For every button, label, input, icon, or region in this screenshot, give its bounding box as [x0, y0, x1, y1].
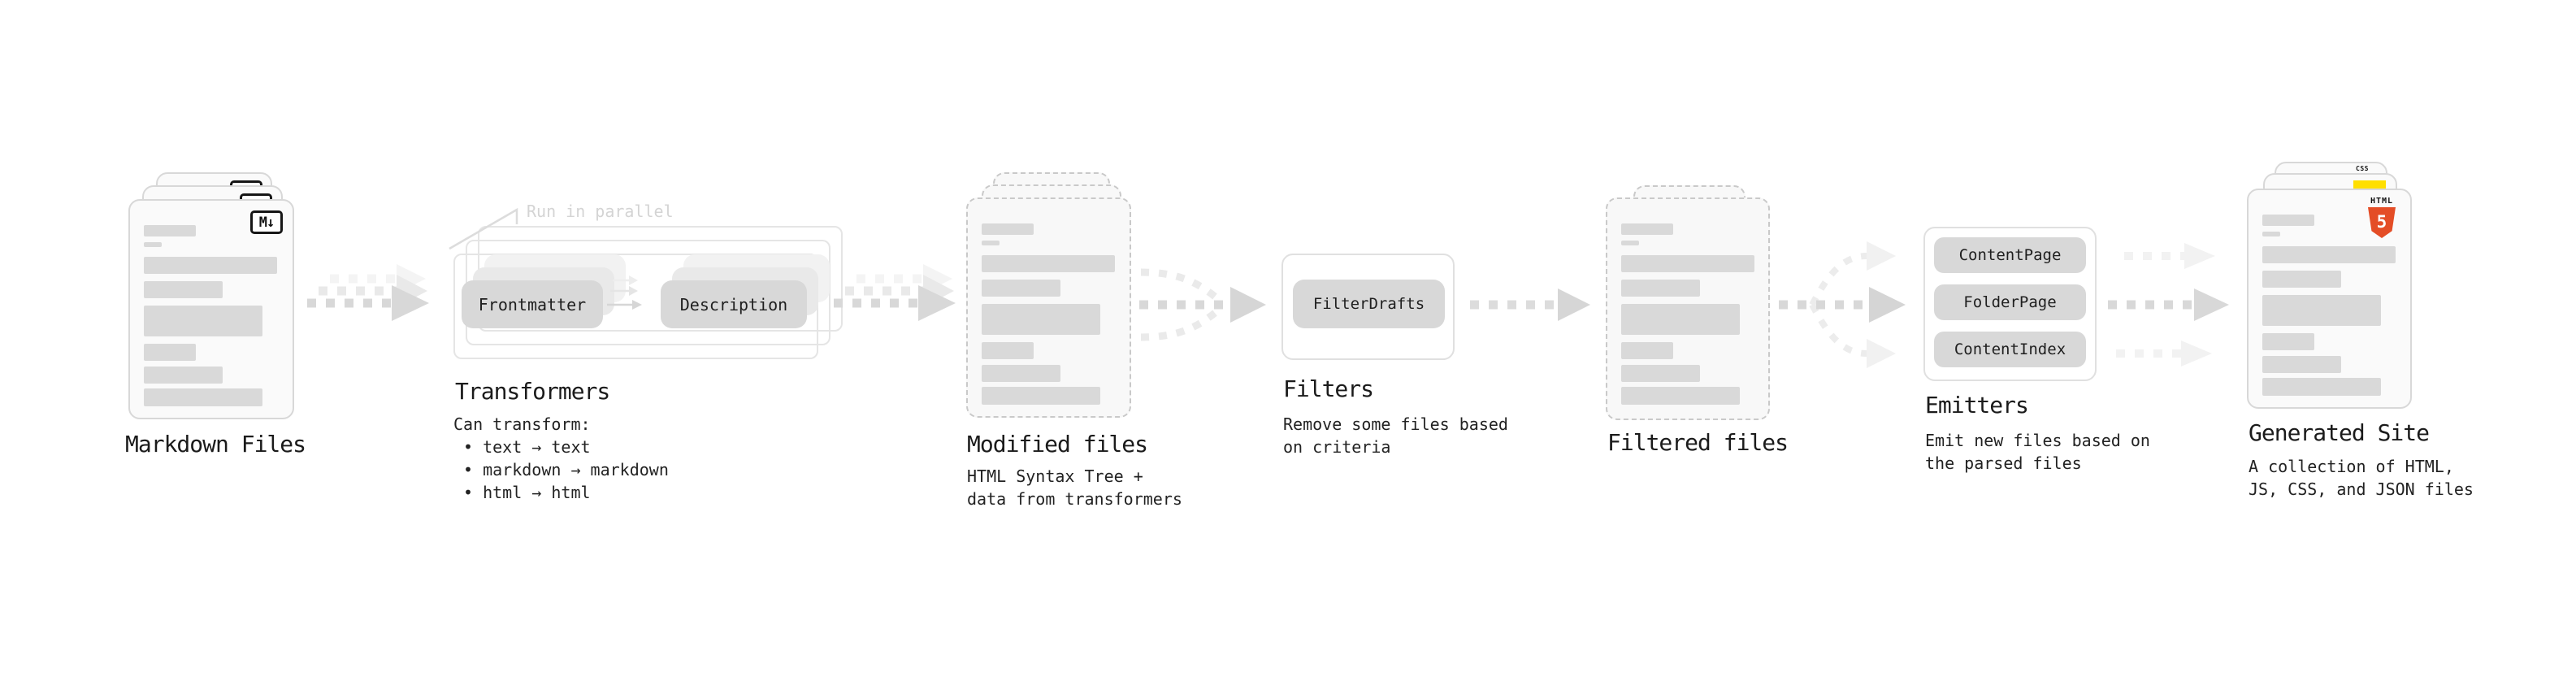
folderpage-pill: FolderPage [1934, 284, 2086, 320]
modified-files-description: HTML Syntax Tree + data from transformer… [967, 466, 1182, 509]
description-pill-label: Description [679, 294, 788, 314]
skeleton-line [2262, 271, 2341, 288]
skeleton-line [2262, 378, 2381, 396]
stage-label-emitters: Emitters [1925, 392, 2029, 419]
skeleton-line [982, 223, 1034, 235]
css-icon-label: CSS [2356, 165, 2369, 172]
filterdrafts-pill: FilterDrafts [1293, 280, 1445, 328]
skeleton-line [144, 257, 277, 274]
parallel-arrows-icon [607, 275, 642, 310]
contentpage-pill: ContentPage [1934, 237, 2086, 273]
filtered-file-card-front [1606, 197, 1770, 420]
annotation-leader-line [449, 207, 518, 250]
filters-description: Remove some files based on criteria [1283, 414, 1508, 457]
html5-icon-word: HTML [2370, 197, 2394, 206]
frontmatter-pill: Frontmatter [462, 280, 603, 328]
skeleton-line [982, 280, 1060, 297]
skeleton-line [2262, 356, 2341, 373]
stage-label-filtered-files: Filtered files [1607, 429, 1789, 456]
skeleton-line [1621, 255, 1754, 272]
transformers-description: Can transform: [453, 414, 591, 434]
skeleton-line [982, 304, 1100, 335]
html5-icon: HTML 5 [2363, 197, 2400, 238]
emitters-description: Emit new files based on the parsed files [1925, 431, 2150, 473]
generated-file-card-html: HTML 5 [2247, 189, 2412, 409]
markdown-file-card-front: M↓ [128, 199, 294, 419]
skeleton-line [2262, 232, 2280, 236]
skeleton-line [1621, 223, 1673, 235]
skeleton-line [982, 255, 1115, 272]
skeleton-line [144, 225, 196, 236]
skeleton-line [982, 387, 1100, 405]
frontmatter-pill-label: Frontmatter [478, 294, 587, 314]
contentpage-pill-label: ContentPage [1958, 246, 2062, 264]
description-pill: Description [661, 280, 807, 328]
stage-label-filters: Filters [1283, 375, 1374, 402]
contentindex-pill-label: ContentIndex [1954, 340, 2066, 358]
skeleton-line [2262, 295, 2381, 326]
markdown-icon: M↓ [250, 210, 283, 234]
filterdrafts-pill-label: FilterDrafts [1312, 295, 1425, 313]
skeleton-line [982, 365, 1060, 382]
arrow-modified-to-filters [1139, 268, 1266, 341]
skeleton-line [1621, 365, 1700, 382]
stage-label-markdown-files: Markdown Files [125, 431, 306, 458]
skeleton-line [144, 388, 262, 406]
markdown-icon-label: M↓ [258, 214, 275, 231]
skeleton-line [2262, 215, 2314, 226]
arrow-emitters-to-generated [2108, 243, 2229, 367]
folderpage-pill-label: FolderPage [1963, 293, 2057, 311]
skeleton-line [2262, 246, 2396, 263]
stage-label-generated-site: Generated Site [2249, 419, 2430, 446]
skeleton-line [1621, 280, 1700, 297]
generated-site-description: A collection of HTML, JS, CSS, and JSON … [2249, 457, 2474, 499]
stage-label-transformers: Transformers [455, 378, 610, 405]
skeleton-line [2262, 333, 2314, 350]
skeleton-line [144, 344, 196, 361]
contentindex-pill: ContentIndex [1934, 332, 2086, 367]
modified-file-card-front [966, 197, 1131, 418]
run-in-parallel-annotation: Run in parallel [527, 202, 674, 221]
skeleton-line [982, 342, 1034, 359]
skeleton-line [144, 306, 262, 336]
skeleton-line [1621, 241, 1639, 245]
skeleton-line [144, 367, 223, 384]
stage-label-modified-files: Modified files [967, 431, 1148, 458]
skeleton-line [1621, 304, 1740, 335]
arrow-markdown-to-transformers [307, 264, 429, 321]
transformers-bullet-list: • text → text • markdown → markdown • ht… [463, 437, 669, 502]
arrow-filters-to-filtered [1470, 288, 1590, 321]
skeleton-line [144, 242, 162, 247]
arrow-transformers-to-modified [834, 264, 956, 321]
skeleton-line [1621, 387, 1740, 405]
html5-icon-shield: 5 [2368, 207, 2396, 238]
skeleton-line [1621, 342, 1673, 359]
skeleton-line [144, 281, 223, 298]
html5-icon-number: 5 [2376, 212, 2387, 232]
arrow-filtered-to-emitters [1779, 241, 1906, 368]
skeleton-line [982, 241, 1000, 245]
